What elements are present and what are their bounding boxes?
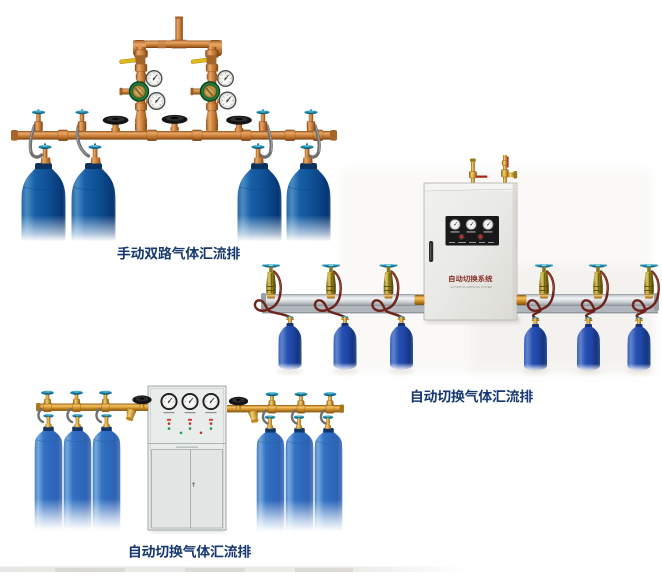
svg-text:AUTOMATIC MANIFOLD SYSTEM: AUTOMATIC MANIFOLD SYSTEM [450, 286, 492, 289]
